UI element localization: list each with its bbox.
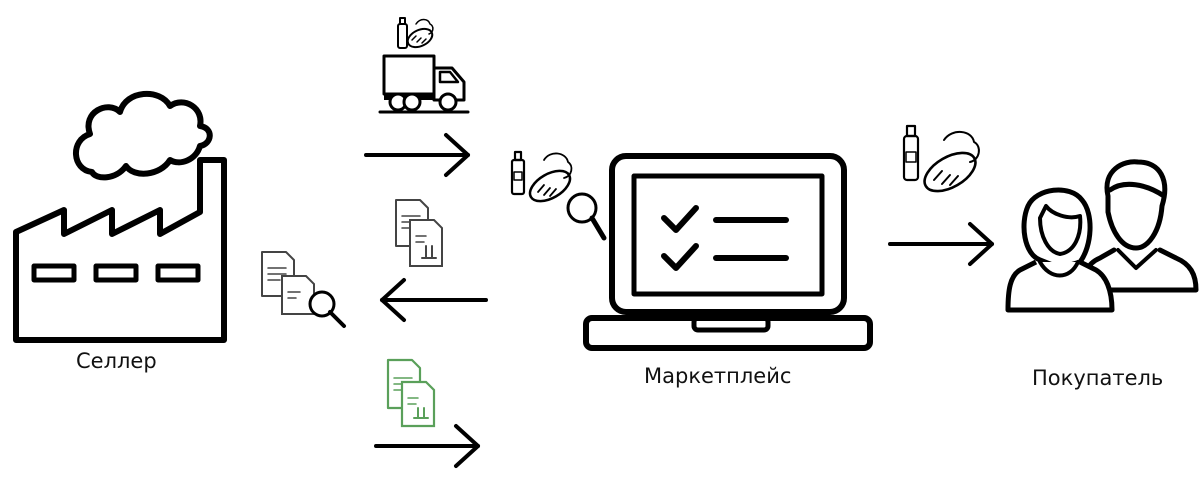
groceries-icon <box>902 124 980 193</box>
documents-icon <box>395 199 443 267</box>
laptop-checklist-icon <box>583 153 873 351</box>
marketplace-label: Маркетплейс <box>644 364 792 388</box>
arrow-right-icon <box>888 222 994 266</box>
truck-icon <box>378 54 470 114</box>
groceries-icon <box>397 17 434 49</box>
seller-label: Селлер <box>76 349 157 373</box>
groceries-magnifier-icon <box>510 150 607 241</box>
arrow-left-icon <box>380 278 488 322</box>
buyers-icon <box>1005 159 1199 313</box>
documents-magnifier-icon <box>261 251 346 328</box>
arrow-right-icon <box>374 424 480 468</box>
arrow-right-icon <box>364 133 470 177</box>
documents-approved-icon <box>386 358 436 428</box>
factory-icon <box>13 90 227 343</box>
buyer-label: Покупатель <box>1032 366 1164 390</box>
